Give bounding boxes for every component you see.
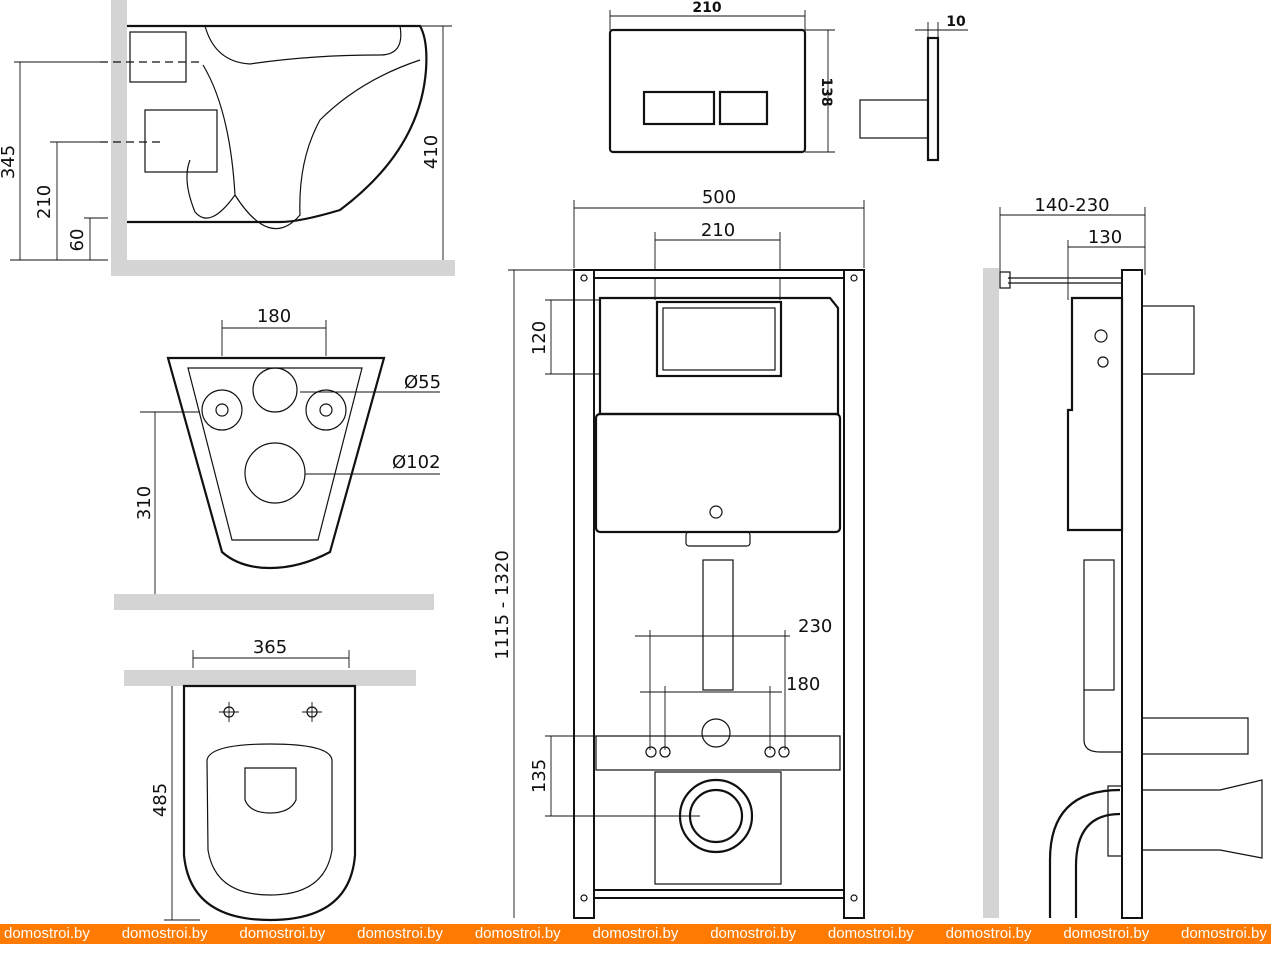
plate-profile — [926, 36, 940, 162]
dim-depth-min: 130 — [1088, 227, 1122, 248]
seat-outline — [206, 743, 333, 896]
bowl-outline — [127, 24, 428, 224]
dim-drain-height: 210 — [34, 185, 55, 219]
dim-fix-inner: 180 — [786, 674, 820, 695]
watermark-item[interactable]: domostroi.by — [239, 925, 326, 942]
dim-floor-offset: 60 — [67, 229, 88, 252]
mount-crossbar — [595, 735, 841, 771]
flush-button-left — [642, 90, 716, 126]
watermark-item[interactable]: domostroi.by — [945, 925, 1032, 942]
toilet-bottom-view: 180 Ø55 Ø102 310 — [114, 306, 441, 610]
dim-top-width: 365 — [253, 637, 287, 658]
dim-drain-height-frame: 135 — [529, 759, 550, 793]
flush-pipe-side — [1083, 559, 1115, 691]
dim-plate-height-frame: 120 — [529, 321, 550, 355]
dim-plate-opening: 210 — [701, 220, 735, 241]
flush-access-opening — [655, 300, 783, 378]
inlet-connector — [701, 718, 731, 748]
frame-front-view: 500 210 120 1115 - 1320 230 180 135 — [492, 187, 865, 919]
dim-frame-width: 500 — [702, 187, 736, 208]
outlet-hole — [244, 442, 306, 504]
dim-outlet-height: 310 — [134, 486, 155, 520]
wall-section — [983, 268, 999, 918]
dim-bolt-spacing: 180 — [257, 306, 291, 327]
dim-depth-range: 140-230 — [1034, 195, 1109, 216]
watermark-item[interactable]: domostroi.by — [1063, 925, 1150, 942]
toilet-top-view: 365 485 — [124, 637, 416, 922]
top-outline — [182, 684, 357, 922]
bowl-opening — [244, 767, 297, 814]
inlet-tube — [1141, 717, 1249, 755]
dim-top-length: 485 — [150, 783, 171, 817]
bottom-inner — [187, 367, 363, 541]
drain-bend — [1048, 788, 1121, 918]
frame-side-view: 140-230 130 — [983, 195, 1263, 919]
flush-button-right — [718, 90, 769, 126]
bottom-outline — [166, 356, 386, 570]
wall-section — [124, 670, 416, 686]
cistern-body — [594, 412, 842, 534]
frame-upright-left — [573, 269, 595, 919]
wall-section — [111, 0, 127, 276]
pipe-bend — [1083, 690, 1122, 753]
seat-line — [204, 25, 402, 65]
dim-plate-height: 138 — [818, 77, 834, 106]
dim-plate-depth: 10 — [946, 14, 966, 30]
watermark-strip: domostroi.by domostroi.by domostroi.by d… — [0, 924, 1271, 944]
frame-upright-right — [843, 269, 865, 919]
dim-outlet-diameter: Ø102 — [392, 452, 441, 473]
inlet-hole — [252, 367, 298, 413]
bowl-inner — [234, 59, 421, 230]
watermark-item[interactable]: domostroi.by — [827, 925, 914, 942]
floor-section — [114, 594, 434, 610]
flush-pipe — [702, 559, 734, 691]
floor-section — [111, 260, 455, 276]
flush-plate — [608, 28, 807, 154]
cistern-side — [1066, 296, 1124, 532]
frame-upright — [1121, 269, 1143, 919]
watermark-item[interactable]: domostroi.by — [4, 925, 90, 942]
watermark-item[interactable]: domostroi.by — [710, 925, 797, 942]
toilet-side-view: 345 210 60 410 — [0, 0, 455, 276]
watermark-item[interactable]: domostroi.by — [357, 925, 443, 942]
trap-line — [186, 64, 236, 219]
dim-frame-height: 1115 - 1320 — [492, 550, 513, 660]
watermark-item[interactable]: domostroi.by — [474, 925, 561, 942]
drain-connector — [1141, 779, 1263, 859]
watermark-item[interactable]: domostroi.by — [1181, 925, 1267, 942]
dim-plate-width: 210 — [692, 0, 721, 16]
watermark-item[interactable]: domostroi.by — [592, 925, 679, 942]
inlet-pipe — [129, 31, 187, 83]
frame-top-rail — [593, 269, 845, 279]
dim-overall-height: 345 — [0, 145, 19, 179]
flush-plate-view: 210 138 10 — [608, 0, 968, 162]
watermark-item[interactable]: domostroi.by — [121, 925, 208, 942]
frame-bottom-rail — [593, 889, 845, 899]
plate-mechanism — [859, 99, 929, 139]
dim-bowl-height: 410 — [421, 135, 442, 169]
plate-frame-side — [1141, 305, 1195, 375]
outlet-pipe — [144, 109, 218, 173]
cistern-top — [598, 296, 840, 416]
dim-inlet-diameter: Ø55 — [404, 372, 441, 393]
dim-fix-outer: 230 — [798, 616, 832, 637]
